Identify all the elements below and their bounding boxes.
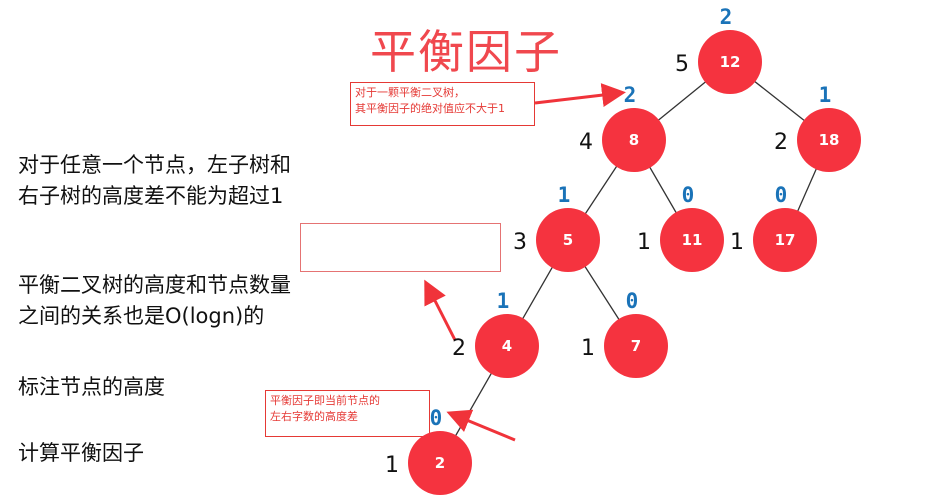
node-value: 12 xyxy=(720,53,741,71)
relation-note: 平衡二叉树的高度和节点数量 之间的关系也是O(logn)的 xyxy=(18,270,291,332)
callout-line: 对于一颗平衡二叉树， xyxy=(355,86,465,99)
tree-node: 5 3 1 xyxy=(513,183,600,272)
balance-factor: 1 xyxy=(497,289,510,313)
balance-factor: 1 xyxy=(819,83,832,107)
tree-node: 8 4 2 xyxy=(579,83,666,172)
annotation-arrow xyxy=(534,83,626,108)
balance-rule-callout: 对于一颗平衡二叉树， 其平衡因子的绝对值应不大于1 xyxy=(350,82,535,126)
node-circle xyxy=(408,431,472,495)
node-height: 1 xyxy=(730,230,744,255)
node-height: 1 xyxy=(581,336,595,361)
empty-annotation-box xyxy=(300,223,501,272)
node-circle xyxy=(698,30,762,94)
node-height: 1 xyxy=(385,453,399,478)
page-title: 平衡因子 xyxy=(370,25,562,79)
property-line-2: 右子树的高度差不能为超过1 xyxy=(18,184,284,208)
node-height: 3 xyxy=(513,230,527,255)
relation-line-2: 之间的关系也是O(logn)的 xyxy=(18,304,265,328)
tree-node: 2 1 0 xyxy=(385,406,472,495)
mark-height-note: 标注节点的高度 xyxy=(18,375,165,399)
calc-factor-note: 计算平衡因子 xyxy=(18,441,144,465)
node-circle xyxy=(475,314,539,378)
balance-factor: 1 xyxy=(558,183,571,207)
callout-line: 其平衡因子的绝对值应不大于1 xyxy=(355,102,505,115)
node-circle xyxy=(602,108,666,172)
node-value: 5 xyxy=(563,231,573,249)
balance-factor: 0 xyxy=(775,183,788,207)
property-note: 对于任意一个节点，左子树和 右子树的高度差不能为超过1 xyxy=(18,150,291,212)
node-height: 2 xyxy=(452,336,466,361)
node-circle xyxy=(536,208,600,272)
node-circle xyxy=(753,208,817,272)
callout-line: 平衡因子即当前节点的 xyxy=(270,394,380,407)
relation-line-1: 平衡二叉树的高度和节点数量 xyxy=(18,273,291,297)
balance-factor: 0 xyxy=(682,183,695,207)
balance-factor: 2 xyxy=(624,83,637,107)
balance-factor: 0 xyxy=(626,289,639,313)
node-height: 1 xyxy=(637,230,651,255)
node-height: 2 xyxy=(774,130,788,155)
node-value: 11 xyxy=(682,231,703,249)
node-circle xyxy=(797,108,861,172)
tree-node: 4 2 1 xyxy=(452,289,539,378)
tree-node: 7 1 0 xyxy=(581,289,668,378)
node-value: 2 xyxy=(435,454,445,472)
node-circle xyxy=(604,314,668,378)
node-value: 8 xyxy=(629,131,639,149)
annotation-arrow xyxy=(424,279,457,341)
factor-definition-callout: 平衡因子即当前节点的 左右字数的高度差 xyxy=(265,390,430,437)
node-height: 5 xyxy=(675,52,689,77)
callout-line: 左右字数的高度差 xyxy=(270,410,358,423)
node-value: 18 xyxy=(819,131,840,149)
property-line-1: 对于任意一个节点，左子树和 xyxy=(18,153,291,177)
node-circle xyxy=(660,208,724,272)
balance-factor: 0 xyxy=(430,406,443,430)
annotation-arrow xyxy=(446,409,516,442)
node-value: 4 xyxy=(502,337,512,355)
node-height: 4 xyxy=(579,130,593,155)
node-value: 17 xyxy=(775,231,796,249)
balance-factor: 2 xyxy=(720,5,733,29)
node-value: 7 xyxy=(631,337,641,355)
tree-node: 12 5 2 xyxy=(675,5,762,94)
